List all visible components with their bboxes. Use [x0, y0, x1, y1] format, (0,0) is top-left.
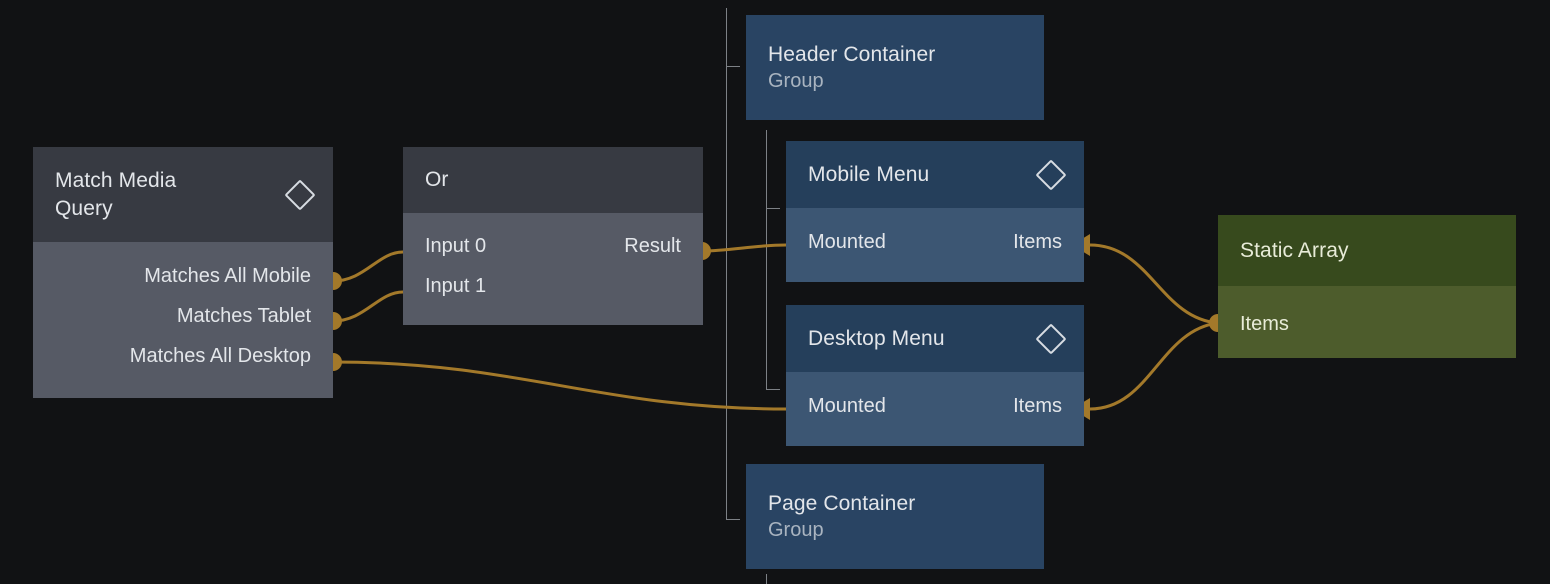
- node-match-media-query[interactable]: Match Media Query Matches All Mobile Mat…: [33, 147, 333, 398]
- edge-desktop-to-desktop-mounted: [332, 360, 787, 411]
- port-row-matches-all-mobile[interactable]: Matches All Mobile: [33, 256, 333, 296]
- edge-mobile-to-input0: [332, 250, 404, 283]
- node-title-match-media-query: Match Media Query: [55, 168, 177, 220]
- diamond-icon: [1035, 322, 1067, 355]
- port-label-mobile-items: Items: [1013, 230, 1062, 253]
- node-mobile-menu[interactable]: Mobile Menu Mounted Items: [786, 141, 1084, 282]
- port-label-input-0: Input 0: [425, 234, 487, 257]
- port-row-mobile-menu-ports[interactable]: Mounted Items: [786, 222, 1084, 262]
- node-header-text-stack: Match Media Query: [55, 167, 176, 222]
- node-body-match-media-query: Matches All Mobile Matches Tablet Matche…: [33, 242, 333, 398]
- node-header-desktop-menu[interactable]: Desktop Menu: [786, 305, 1084, 372]
- node-desktop-menu[interactable]: Desktop Menu Mounted Items: [786, 305, 1084, 446]
- port-label-mobile-mounted: Mounted: [808, 230, 886, 253]
- edge-items-to-mobile-items: [1089, 243, 1219, 325]
- node-header-static-array[interactable]: Static Array: [1218, 215, 1516, 286]
- node-body-static-array: Items: [1218, 286, 1516, 358]
- tree-trunk-line-lower: [766, 574, 767, 584]
- node-header-text-stack: Mobile Menu: [808, 161, 929, 189]
- diamond-icon: [1035, 158, 1067, 191]
- port-label-matches-tablet: Matches Tablet: [176, 304, 311, 327]
- port-label-matches-all-mobile: Matches All Mobile: [144, 264, 311, 287]
- node-header-text-stack: Header Container Group: [768, 41, 935, 95]
- tree-subtrunk-line: [766, 130, 767, 390]
- tree-branch-header-container: [726, 66, 740, 67]
- node-header-text-stack: Desktop Menu: [808, 325, 945, 353]
- port-row-matches-all-desktop[interactable]: Matches All Desktop: [33, 336, 333, 376]
- port-row-static-array-items[interactable]: Items: [1218, 304, 1516, 344]
- node-header-or[interactable]: Or: [403, 147, 703, 213]
- edge-result-to-mobile-mounted: [701, 243, 787, 253]
- node-header-match-media-query[interactable]: Match Media Query: [33, 147, 333, 242]
- port-label-input-1: Input 1: [425, 274, 487, 297]
- edge-tablet-to-input1: [332, 290, 404, 323]
- node-or[interactable]: Or Input 0 Result Input 1: [403, 147, 703, 325]
- node-title-mobile-menu: Mobile Menu: [808, 162, 930, 186]
- node-header-header-container[interactable]: Header Container Group: [746, 15, 1044, 120]
- node-title-desktop-menu: Desktop Menu: [808, 326, 945, 350]
- node-static-array[interactable]: Static Array Items: [1218, 215, 1516, 358]
- port-label-static-array-items: Items: [1240, 312, 1289, 335]
- port-row-desktop-menu-ports[interactable]: Mounted Items: [786, 386, 1084, 426]
- node-page-container[interactable]: Page Container Group: [746, 464, 1044, 569]
- node-subtitle-header-container: Group: [768, 70, 824, 93]
- port-row-matches-tablet[interactable]: Matches Tablet: [33, 296, 333, 336]
- tree-branch-mobile-menu: [766, 208, 780, 209]
- node-header-text-stack: Page Container Group: [768, 490, 915, 544]
- node-header-container[interactable]: Header Container Group: [746, 15, 1044, 120]
- node-header-page-container[interactable]: Page Container Group: [746, 464, 1044, 569]
- port-label-desktop-items: Items: [1013, 394, 1062, 417]
- tree-branch-page-container: [726, 519, 740, 520]
- port-row-input-1[interactable]: Input 1: [403, 266, 703, 306]
- node-header-mobile-menu[interactable]: Mobile Menu: [786, 141, 1084, 208]
- port-label-desktop-mounted: Mounted: [808, 394, 886, 417]
- port-label-result: Result: [624, 234, 681, 257]
- node-title-static-array: Static Array: [1240, 238, 1349, 262]
- node-title-page-container: Page Container: [768, 491, 916, 515]
- port-label-matches-all-desktop: Matches All Desktop: [129, 344, 311, 367]
- node-body-desktop-menu: Mounted Items: [786, 372, 1084, 446]
- node-subtitle-page-container: Group: [768, 519, 824, 542]
- node-header-text-stack: Or: [425, 166, 449, 194]
- tree-trunk-line: [726, 8, 727, 520]
- node-body-or: Input 0 Result Input 1: [403, 213, 703, 325]
- node-title-header-container: Header Container: [768, 42, 936, 66]
- node-title-or: Or: [425, 168, 449, 192]
- edge-items-to-desktop-items: [1089, 321, 1219, 411]
- node-header-text-stack: Static Array: [1240, 237, 1349, 265]
- node-body-mobile-menu: Mounted Items: [786, 208, 1084, 282]
- tree-branch-desktop-menu: [766, 389, 780, 390]
- port-row-input-0[interactable]: Input 0 Result: [403, 226, 703, 266]
- diamond-icon: [284, 178, 316, 211]
